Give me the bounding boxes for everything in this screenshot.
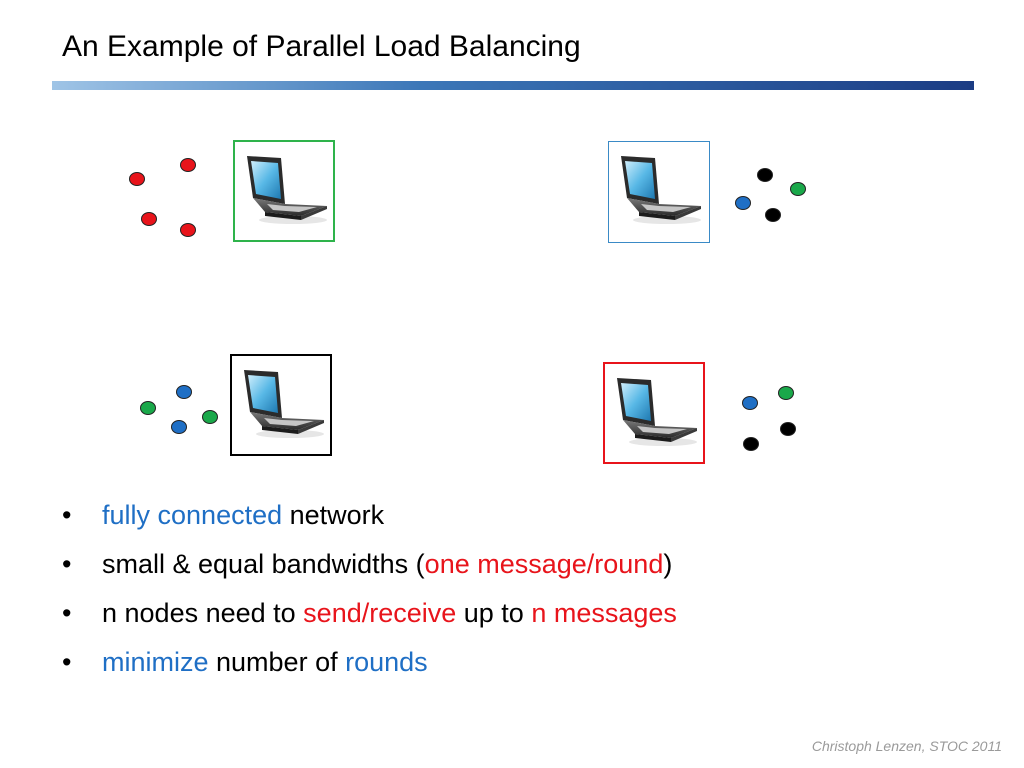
laptop-icon bbox=[244, 370, 324, 438]
message-dot bbox=[778, 386, 794, 400]
bullet-text-segment: send/receive bbox=[303, 598, 457, 628]
message-dot bbox=[202, 410, 218, 424]
laptop-icon bbox=[617, 378, 697, 446]
node-top-left bbox=[233, 140, 335, 242]
node-bottom-left bbox=[230, 354, 332, 456]
bullet-item: • minimize number of rounds bbox=[62, 643, 677, 692]
message-dot bbox=[141, 212, 157, 226]
bullet-text-segment: rounds bbox=[345, 647, 428, 677]
message-dot bbox=[757, 168, 773, 182]
laptop-icon bbox=[247, 156, 327, 224]
title-underline-bar bbox=[52, 81, 974, 90]
bullet-text-segment: n nodes need to bbox=[102, 598, 304, 628]
bullet-item: • small & equal bandwidths (one message/r… bbox=[62, 545, 677, 594]
bullet-text-segment: ) bbox=[663, 549, 673, 579]
bullet-text-segment: small & equal bandwidths ( bbox=[102, 549, 425, 579]
laptop-icon bbox=[621, 156, 701, 224]
slide-title: An Example of Parallel Load Balancing bbox=[62, 30, 581, 63]
bullet-text-segment: fully connected bbox=[102, 500, 283, 530]
bullet-text: n nodes need to send/receive up to n mes… bbox=[102, 598, 677, 628]
message-dot bbox=[735, 196, 751, 210]
bullet-text-segment: minimize bbox=[102, 647, 209, 677]
message-dot bbox=[780, 422, 796, 436]
message-dot bbox=[743, 437, 759, 451]
bullet-item: • fully connected network bbox=[62, 496, 677, 545]
message-dot bbox=[765, 208, 781, 222]
bullet-marker: • bbox=[62, 598, 72, 628]
message-dot bbox=[180, 158, 196, 172]
bullet-text-segment: one message/round bbox=[424, 549, 664, 579]
message-dot bbox=[171, 420, 187, 434]
message-dot bbox=[140, 401, 156, 415]
bullet-text: fully connected network bbox=[102, 500, 384, 530]
bullet-text-segment: n messages bbox=[531, 598, 677, 628]
bullet-list: • fully connected network • small & equal … bbox=[62, 496, 677, 692]
bullet-text: small & equal bandwidths (one message/ro… bbox=[102, 549, 672, 579]
bullet-item: • n nodes need to send/receive up to n me… bbox=[62, 594, 677, 643]
node-top-right bbox=[608, 141, 710, 243]
message-dot bbox=[176, 385, 192, 399]
node-bottom-right bbox=[603, 362, 705, 464]
bullet-marker: • bbox=[62, 500, 72, 530]
bullet-marker: • bbox=[62, 549, 72, 579]
message-dot bbox=[742, 396, 758, 410]
bullet-text-segment: up to bbox=[456, 598, 532, 628]
message-dot bbox=[790, 182, 806, 196]
bullet-text: minimize number of rounds bbox=[102, 647, 428, 677]
bullet-marker: • bbox=[62, 647, 72, 677]
bullet-text-segment: number of bbox=[208, 647, 346, 677]
bullet-text-segment: network bbox=[282, 500, 385, 530]
footer-credit: Christoph Lenzen, STOC 2011 bbox=[811, 738, 1002, 754]
message-dot bbox=[180, 223, 196, 237]
message-dot bbox=[129, 172, 145, 186]
